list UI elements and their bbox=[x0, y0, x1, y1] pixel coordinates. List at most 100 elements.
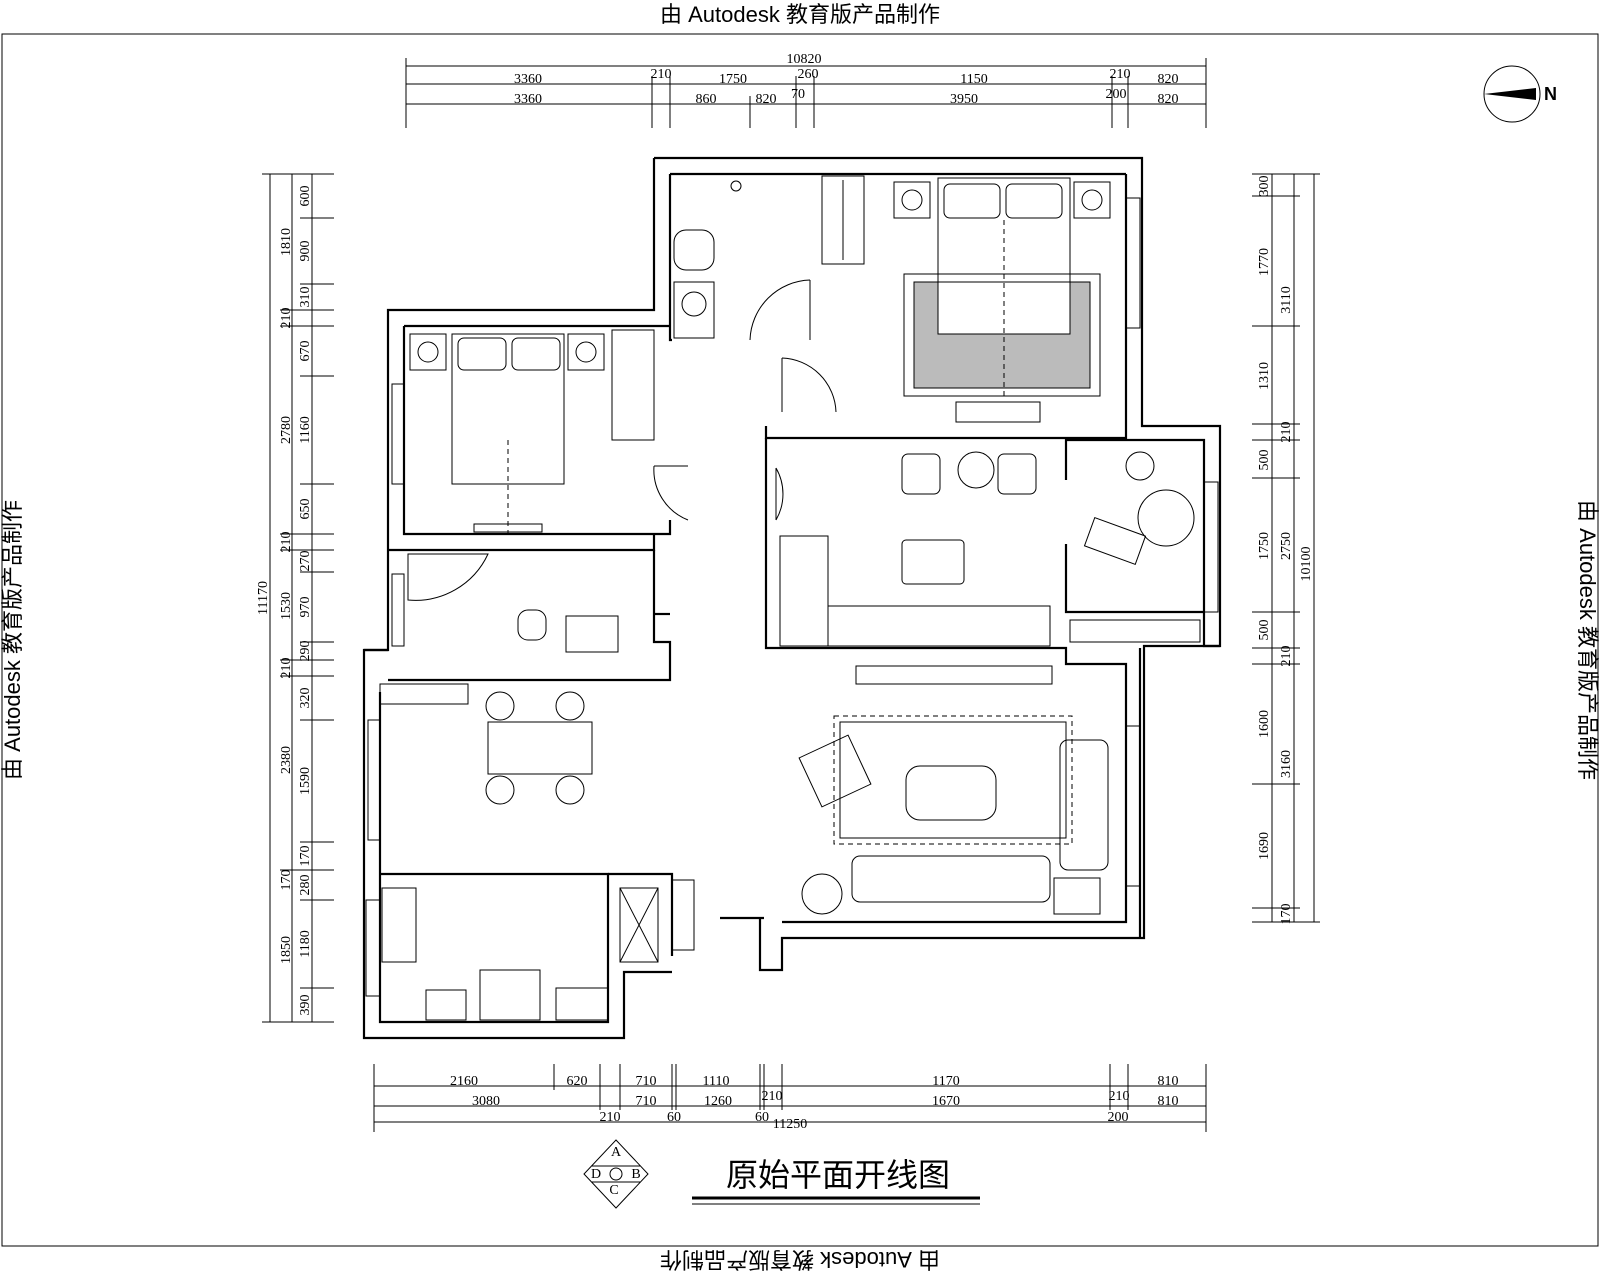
study-furniture bbox=[1069, 451, 1201, 643]
dim-right-outer-2: 2750 bbox=[1279, 532, 1294, 560]
dim-bottom-r3-2: 60 bbox=[755, 1110, 769, 1125]
dim-left-inner-2: 310 bbox=[298, 287, 313, 308]
wardrobe-master bbox=[821, 175, 865, 265]
dim-left-inner-14: 390 bbox=[298, 995, 313, 1016]
dim-top-r2-4: 3950 bbox=[950, 92, 978, 107]
dim-left-outer-4: 1530 bbox=[279, 592, 294, 620]
dim-top-r1-0: 3360 bbox=[514, 72, 542, 87]
dim-right-inner-6: 1600 bbox=[1257, 710, 1272, 738]
dim-top-r1-1: 210 bbox=[651, 67, 672, 82]
exterior-walls bbox=[362, 156, 1222, 1040]
dim-left-outer-2: 2780 bbox=[279, 416, 294, 444]
dim-left-outer-8: 1850 bbox=[279, 936, 294, 964]
dim-top-r1-2: 1750 bbox=[719, 72, 747, 87]
legend-letter-c: C bbox=[609, 1183, 618, 1198]
watermark-top: 由 Autodesk 教育版产品制作 bbox=[660, 2, 940, 27]
dim-bottom-r3-0: 210 bbox=[600, 1110, 621, 1125]
dim-left-inner-13: 1180 bbox=[298, 930, 313, 957]
dim-top-r2-3: 70 bbox=[791, 87, 805, 102]
dim-top-r2-6: 820 bbox=[1158, 92, 1179, 107]
dim-left-inner-6: 270 bbox=[298, 551, 313, 572]
dim-left-inner-3: 670 bbox=[298, 341, 313, 362]
dim-right-inner-4: 1750 bbox=[1257, 532, 1272, 560]
dim-right-inner-2: 1310 bbox=[1257, 362, 1272, 390]
dim-left-inner-1: 900 bbox=[298, 241, 313, 262]
dim-top-r2-1: 860 bbox=[696, 92, 717, 107]
right-dimension-lines bbox=[1252, 173, 1320, 923]
watermark-left: 由 Autodesk 教育版产品制作 bbox=[0, 500, 25, 780]
dim-left-outer-0: 1810 bbox=[279, 228, 294, 256]
dim-left-inner-4: 1160 bbox=[298, 416, 313, 443]
dim-bottom-r1-3: 1110 bbox=[703, 1074, 730, 1089]
dim-right-inner-1: 1770 bbox=[1257, 248, 1272, 276]
legend-letter-a: A bbox=[611, 1145, 622, 1160]
nightstand-lamp-icon bbox=[409, 333, 605, 371]
dim-left-inner-9: 320 bbox=[298, 688, 313, 709]
master-bathroom-fixtures bbox=[673, 180, 742, 339]
dim-right-outer-5: 170 bbox=[1279, 904, 1294, 925]
dim-bottom-r1-2: 710 bbox=[636, 1074, 657, 1089]
dim-left-inner-5: 650 bbox=[298, 499, 313, 520]
dim-right-total: 10100 bbox=[1299, 547, 1314, 582]
drawing-frame bbox=[1, 33, 1599, 1247]
second-bathroom-fixtures bbox=[407, 553, 619, 653]
dim-right-outer-3: 210 bbox=[1279, 646, 1294, 667]
dim-bottom-r1-0: 2160 bbox=[450, 1074, 478, 1089]
watermark-bottom: 由 Autodesk 教育版产品制作 bbox=[660, 1247, 940, 1272]
svg-text:N: N bbox=[1544, 84, 1557, 104]
dim-top-total: 10820 bbox=[787, 52, 822, 67]
dim-right-inner-7: 1690 bbox=[1257, 832, 1272, 860]
dim-left-inner-11: 170 bbox=[298, 846, 313, 867]
top-dimension-lines bbox=[405, 58, 1207, 128]
living-room-furniture bbox=[798, 665, 1109, 915]
dim-left-total: 11170 bbox=[256, 581, 271, 615]
nightstand-lamp-icon bbox=[893, 181, 1111, 219]
dim-left-inner-12: 280 bbox=[298, 875, 313, 896]
dining-furniture bbox=[379, 683, 593, 805]
left-dimension-lines bbox=[262, 173, 334, 1023]
watermark-right: 由 Autodesk 教育版产品制作 bbox=[1575, 500, 1600, 780]
dim-right-inner-3: 500 bbox=[1257, 450, 1272, 471]
dim-left-outer-6: 2380 bbox=[279, 746, 294, 774]
dim-left-outer-1: 210 bbox=[279, 308, 294, 329]
dim-left-inner-7: 970 bbox=[298, 597, 313, 618]
dim-right-outer-4: 3160 bbox=[1279, 750, 1294, 778]
dim-bottom-r3-3: 11250 bbox=[773, 1117, 807, 1132]
dim-top-r1-6: 820 bbox=[1158, 72, 1179, 87]
dim-top-r2-0: 3360 bbox=[514, 92, 542, 107]
section-legend-icon: A B C D bbox=[583, 1139, 649, 1209]
dim-bottom-r3-1: 60 bbox=[667, 1110, 681, 1125]
bottom-dimension-lines bbox=[373, 1064, 1207, 1132]
drawing-title: 原始平面开线图 bbox=[726, 1156, 950, 1194]
dim-top-r2-2: 820 bbox=[756, 92, 777, 107]
dim-right-outer-1: 210 bbox=[1279, 422, 1294, 443]
doors bbox=[653, 279, 837, 521]
dim-bottom-r2-6: 810 bbox=[1158, 1094, 1179, 1109]
kitchen-fixtures bbox=[381, 879, 695, 1021]
dim-bottom-r1-5: 810 bbox=[1158, 1074, 1179, 1089]
wardrobe-second bbox=[611, 329, 655, 441]
dim-bottom-r3-4: 200 bbox=[1108, 1110, 1129, 1125]
dim-left-outer-5: 210 bbox=[279, 658, 294, 679]
north-arrow-icon: N bbox=[1483, 65, 1557, 123]
dim-right-inner-5: 500 bbox=[1257, 620, 1272, 641]
dim-bottom-r2-5: 210 bbox=[1109, 1089, 1130, 1104]
dim-top-r1-3: 260 bbox=[798, 67, 819, 82]
dim-bottom-r2-4: 1670 bbox=[932, 1094, 960, 1109]
dim-left-inner-0: 600 bbox=[298, 186, 313, 207]
dim-right-outer-0: 3110 bbox=[1279, 286, 1294, 313]
dim-left-outer-7: 170 bbox=[279, 870, 294, 891]
dim-left-inner-10: 1590 bbox=[298, 767, 313, 795]
second-bed bbox=[451, 333, 565, 534]
master-bed bbox=[903, 177, 1101, 400]
dim-top-r1-5: 210 bbox=[1110, 67, 1131, 82]
dim-bottom-r1-1: 620 bbox=[567, 1074, 588, 1089]
dim-bottom-r2-3: 210 bbox=[762, 1089, 783, 1104]
tv-lounge-furniture bbox=[779, 451, 1051, 647]
legend-letter-b: B bbox=[631, 1167, 640, 1182]
dim-left-inner-8: 290 bbox=[298, 641, 313, 662]
tv-cabinet-master bbox=[955, 401, 1041, 423]
dim-bottom-r2-1: 710 bbox=[636, 1094, 657, 1109]
windows bbox=[365, 197, 1219, 997]
legend-letter-d: D bbox=[591, 1167, 601, 1182]
